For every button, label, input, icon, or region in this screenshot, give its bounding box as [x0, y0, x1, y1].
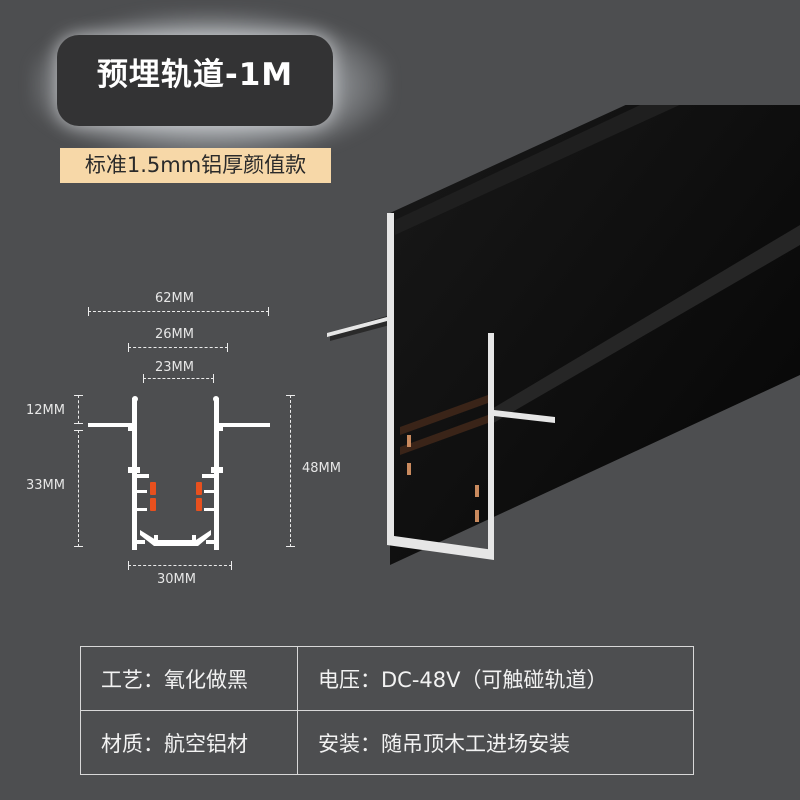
title-badge: 预埋轨道-1M [57, 35, 333, 126]
track-cross-section-diagram [88, 396, 270, 550]
spec-installation: 安装：随吊顶木工进场安装 [297, 710, 694, 775]
dim-line-total-height [286, 395, 295, 547]
dim-outer-channel-width: 26MM [155, 327, 194, 342]
spec-voltage: 电压：DC-48V（可触碰轨道） [297, 646, 694, 711]
spec-process: 工艺：氧化做黑 [80, 646, 298, 711]
table-row: 材质：航空铝材 安装：随吊顶木工进场安装 [80, 710, 694, 775]
dim-line-lower-height [74, 430, 83, 547]
spec-table: 工艺：氧化做黑 电压：DC-48V（可触碰轨道） 材质：航空铝材 安装：随吊顶木… [80, 646, 694, 775]
table-row: 工艺：氧化做黑 电压：DC-48V（可触碰轨道） [80, 646, 694, 711]
dim-line-outer-channel [128, 343, 228, 352]
page-title: 预埋轨道-1M [96, 57, 294, 93]
dim-line-top-height [74, 395, 83, 424]
dim-line-inner-opening [143, 374, 214, 383]
dim-line-total-width [88, 307, 269, 316]
dim-bottom-width: 30MM [157, 572, 196, 587]
dim-line-bottom-width [128, 561, 232, 570]
subtitle-badge: 标准1.5mm铝厚颜值款 [60, 148, 331, 183]
dim-total-height: 48MM [302, 461, 341, 476]
dim-total-width: 62MM [155, 291, 194, 306]
dim-top-height: 12MM [26, 403, 65, 418]
dim-lower-height: 33MM [26, 478, 65, 493]
dim-inner-opening-width: 23MM [155, 360, 194, 375]
track-product-image [327, 105, 800, 565]
spec-material: 材质：航空铝材 [80, 710, 298, 775]
